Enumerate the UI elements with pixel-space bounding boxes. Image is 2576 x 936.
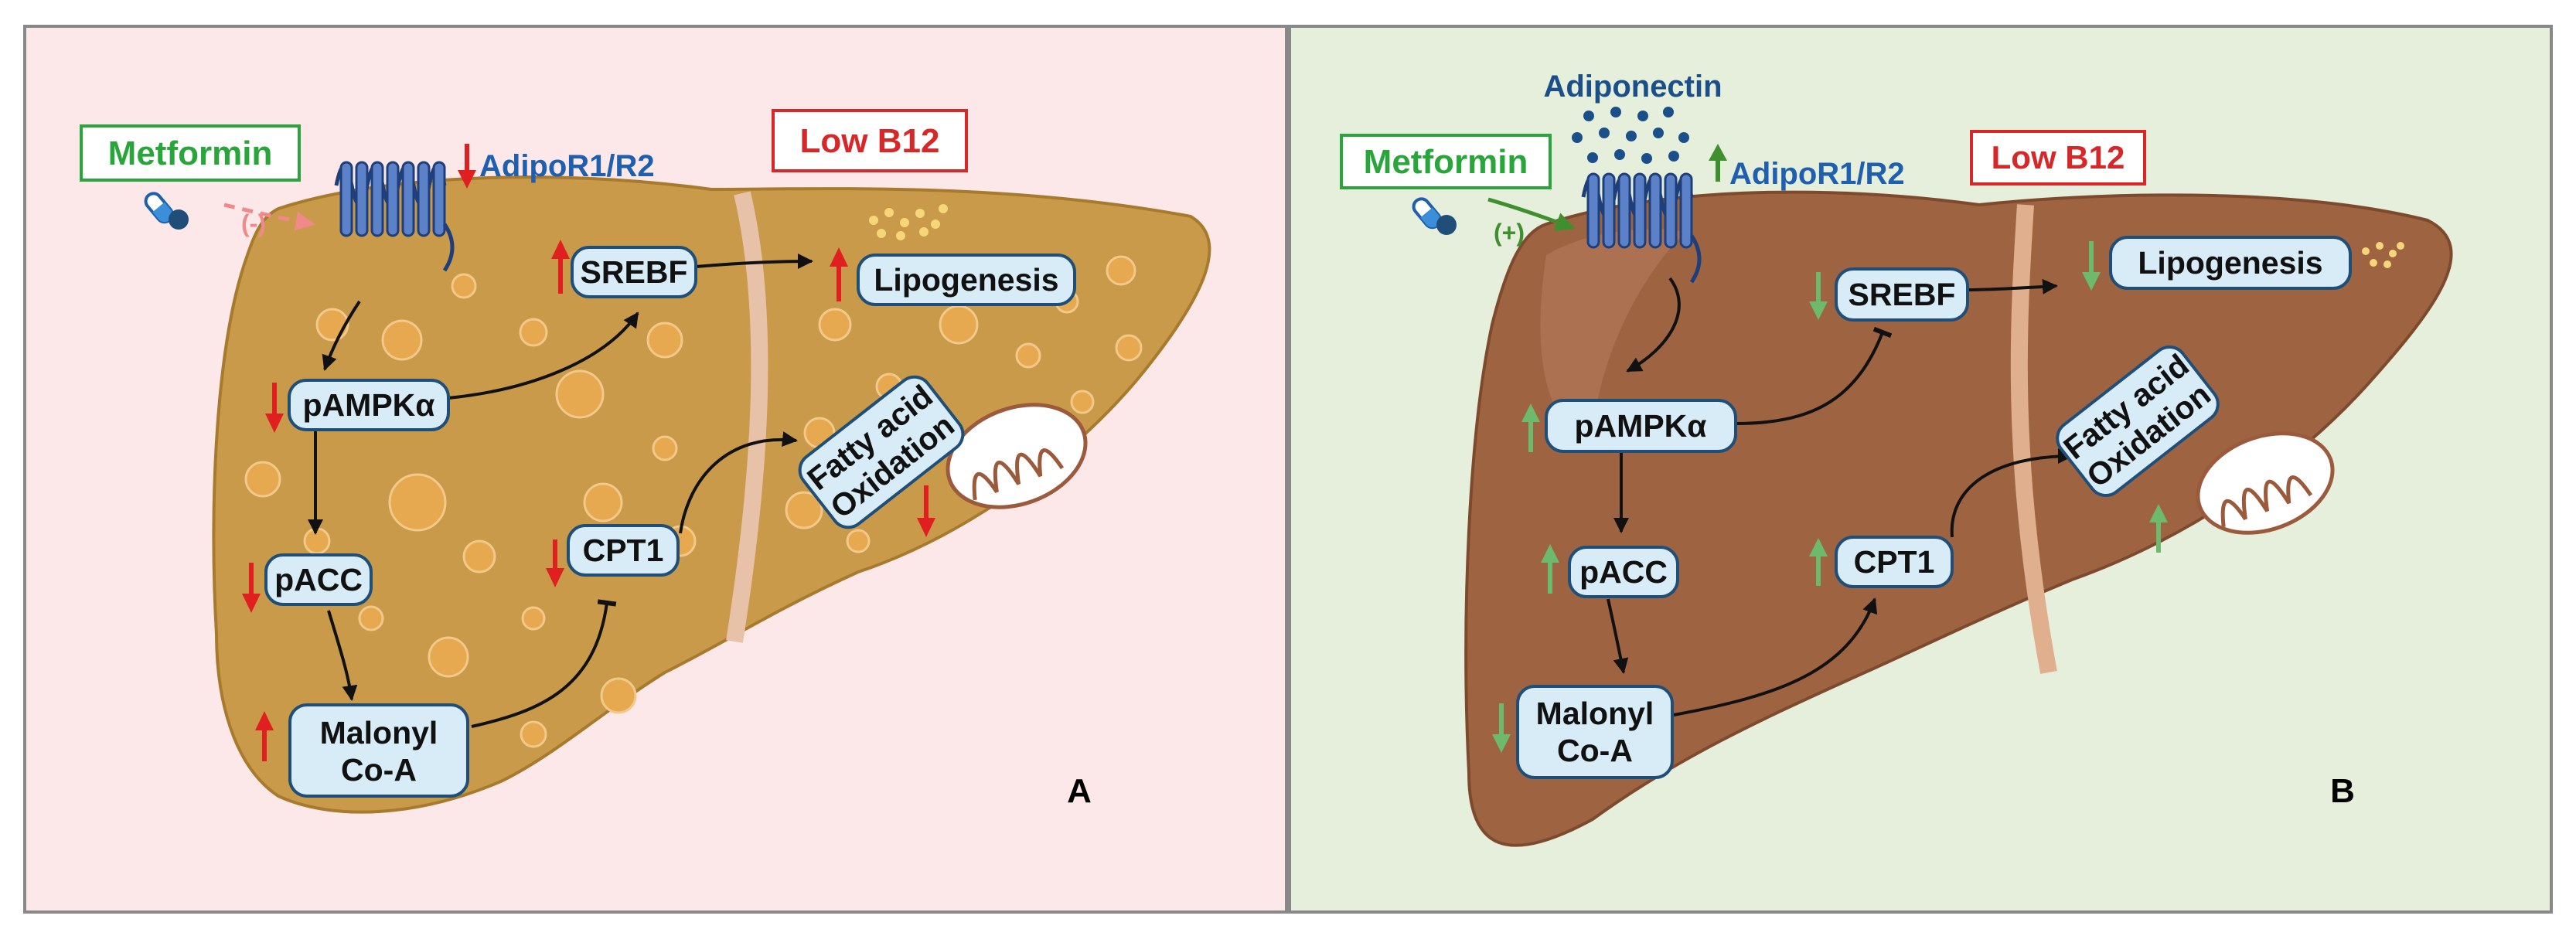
low-b12-box-a [772,109,968,172]
up-arrow-icon [255,711,274,761]
metformin-inhibit-arrow-a [223,203,315,231]
cpt1-label-a: CPT1 [583,533,664,568]
low-b12-label-a: Low B12 [800,122,940,160]
lipid-dots-a [869,204,948,240]
srebf-to-lipogenesis-arrow-a [695,254,813,270]
malonyl-label-line1-b: Malonyl [1536,696,1654,731]
adiponectin-label-b: Adiponectin [1543,70,1722,104]
pacc-to-malonyl-arrow-b [1607,598,1629,674]
srebf-box-a [571,246,697,298]
malonyl-box-b [1516,685,1674,779]
mitochondrion-b [2196,431,2335,535]
up-arrow-icon [1521,403,1540,452]
srebf-label-a: SREBF [581,254,688,290]
malonyl-box-a [288,703,469,798]
metformin-box-b [1340,134,1552,189]
up-arrow-icon [1809,538,1828,586]
down-arrow-icon [242,563,261,613]
receptor-to-pampk-arrow-a [322,300,361,371]
up-arrow-icon [830,247,848,301]
mitochondrion-a [946,403,1088,509]
cpt1-to-fao-arrow-b [1950,448,2073,538]
cpt1-box-a [567,524,680,577]
pampk-label-a: pAMPKα [303,387,435,423]
pampk-label-b: pAMPKα [1575,408,1707,444]
down-arrow-icon [1809,272,1828,320]
receptor-label-b: AdipoR1/R2 [1729,157,1905,191]
lipogenesis-label-a: Lipogenesis [874,262,1058,298]
srebf-to-lipogenesis-arrow-b [1967,278,2058,294]
down-arrow-icon [1492,703,1511,753]
up-arrow-icon [1541,544,1559,594]
srebf-box-b [1835,267,1969,322]
malonyl-inhibits-cpt1-a [471,599,617,728]
low-b12-box-b [1970,130,2146,185]
down-arrow-icon [265,383,284,433]
down-arrow-icon [458,144,476,189]
low-b12-label-b: Low B12 [1992,139,2125,175]
pacc-box-b [1568,546,1679,598]
malonyl-to-cpt1-arrow-b [1673,597,1878,716]
receptor-to-pampk-arrow-b [1626,277,1681,373]
liver-ligament-b [2010,204,2057,675]
pacc-box-a [264,553,373,606]
fat-droplets-a [244,255,1143,748]
pampk-box-a [288,379,450,431]
metformin-activate-arrow-b [1487,197,1576,231]
srebf-label-b: SREBF [1849,277,1956,312]
lipogenesis-box-b [2109,236,2352,290]
adiponectin-dots-b [1572,107,1689,164]
pampk-box-b [1545,399,1737,453]
pacc-label-a: pACC [274,562,363,597]
down-arrow-icon [2082,241,2101,291]
cpt1-label-b: CPT1 [1854,544,1935,580]
cpt1-to-fao-arrow-a [679,431,798,534]
malonyl-label-line1-a: Malonyl [320,715,438,751]
up-arrow-icon [1709,144,1727,182]
liver-shading-b [1540,229,1685,433]
up-arrow-icon [2149,504,2168,553]
drug-effect-label-b: (+) [1494,219,1525,247]
cpt1-box-b [1835,536,1954,588]
pacc-to-malonyl-arrow-a [327,610,358,701]
pacc-label-b: pACC [1579,554,1668,590]
lipogenesis-box-a [857,254,1076,306]
malonyl-label-line2-a: Co-A [341,752,417,788]
panel-label-a: A [1067,772,1092,810]
receptor-label-a: AdipoR1/R2 [479,149,655,183]
metformin-box-a [80,124,301,182]
down-arrow-icon [546,539,564,587]
metformin-label-a: Metformin [108,134,273,172]
malonyl-label-line2-b: Co-A [1557,733,1633,768]
lipid-dots-b [2362,242,2404,268]
lipogenesis-label-b: Lipogenesis [2138,245,2322,281]
pampk-to-srebf-arrow-a [448,311,639,400]
up-arrow-icon [551,240,570,294]
metformin-label-b: Metformin [1364,143,1528,181]
panel-label-b: B [2330,772,2355,810]
pampk-inhibits-srebf-b [1735,326,1893,425]
drug-effect-label-a: (-) [241,209,266,237]
liver-ligament-a [726,191,768,643]
down-arrow-icon [917,485,935,537]
